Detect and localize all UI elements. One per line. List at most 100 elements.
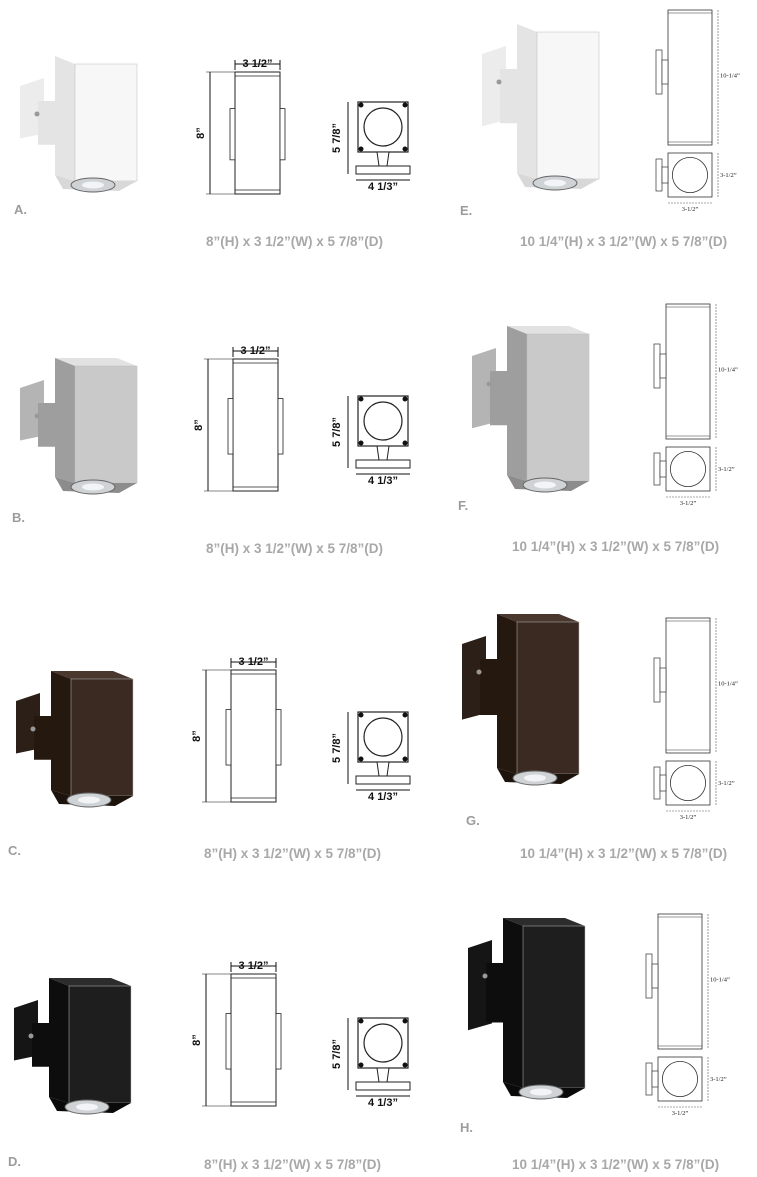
lens-circle <box>662 1060 699 1097</box>
corner-screw-icon <box>358 396 364 402</box>
dimensions-text-h: 10 1/4”(H) x 3 1/2”(W) x 5 7/8”(D) <box>512 1157 720 1172</box>
fixture-photo-g <box>462 614 580 786</box>
corner-screw-icon <box>358 102 364 108</box>
wall-plate <box>653 343 661 389</box>
mount-screw-icon <box>476 669 482 675</box>
height-dim-label: 10-1/4” <box>710 977 730 984</box>
corner-screw-icon <box>402 712 408 718</box>
height-dim-label: 10-1/4” <box>718 367 738 374</box>
fixture-front-face <box>70 678 134 797</box>
fixture-letter-g: G. <box>466 813 480 828</box>
height-dim-label: 8” <box>191 730 203 742</box>
dimensions-text-f: 10 1/4”(H) x 3 1/2”(W) x 5 7/8”(D) <box>512 539 720 554</box>
side-view-drawing-a: 3 1/2” 8” <box>195 58 286 195</box>
fixture-letter-d: D. <box>8 1154 21 1169</box>
body-outline <box>230 669 277 803</box>
base-dim-label: 4 1/3” <box>368 181 398 193</box>
led-lens-center <box>76 1103 98 1111</box>
width-dim-label: 3-1/2” <box>680 814 697 821</box>
height-dim-label: 10-1/4” <box>720 73 740 80</box>
corner-screw-icon <box>358 1062 364 1068</box>
lens-circle <box>363 1023 403 1063</box>
corner-screw-icon <box>402 756 408 762</box>
lens-circle <box>672 156 709 193</box>
lens-circle <box>670 764 707 801</box>
mount-screw-icon <box>34 413 40 419</box>
mount-neck <box>376 151 390 167</box>
fixture-top-face <box>507 326 589 334</box>
height-dim-label: 10-1/4” <box>718 681 738 688</box>
fixture-front-face <box>522 925 586 1089</box>
width-dim-label: 3 1/2” <box>243 58 273 70</box>
mount-arm <box>659 353 667 379</box>
fixture-top-face <box>503 918 585 926</box>
mount-screw-icon <box>486 381 492 387</box>
corner-screw-icon <box>402 102 408 108</box>
corner-screw-icon <box>358 440 364 446</box>
body-outline <box>665 617 711 754</box>
fixture-top-face <box>55 358 137 366</box>
led-lens-center <box>544 179 566 187</box>
corner-screw-icon <box>402 1062 408 1068</box>
tall-drawing-g: 10-1/4”3-1/2”3-1/2” <box>653 617 738 821</box>
mount-neck <box>376 445 390 461</box>
mount-neck <box>376 1067 390 1083</box>
mount-arm <box>34 716 54 760</box>
fixture-side-face <box>51 671 71 796</box>
body-outline <box>665 303 711 440</box>
lens-circle <box>670 450 707 487</box>
top-view-drawing-b: 5 7/8”4 1/3” <box>331 395 411 487</box>
led-lens-center <box>82 483 104 491</box>
corner-screw-icon <box>402 440 408 446</box>
fixture-letter-e: E. <box>460 203 473 218</box>
wall-plate <box>653 657 661 703</box>
dimensions-text-c: 8”(H) x 3 1/2”(W) x 5 7/8”(D) <box>204 846 382 861</box>
mount-arm <box>486 963 506 1023</box>
fixture-photo-a <box>20 56 138 193</box>
corner-screw-icon <box>402 396 408 402</box>
mount-arm <box>500 69 520 124</box>
height-dim-label: 8” <box>195 127 207 139</box>
mount-arm <box>651 1070 659 1088</box>
bracket-left <box>225 1013 232 1070</box>
lens-circle <box>363 717 403 757</box>
body-outline <box>234 71 281 195</box>
mount-screw-icon <box>28 1033 34 1039</box>
bracket-right <box>275 709 282 766</box>
depth-dim-label: 3-1/2” <box>710 1076 727 1083</box>
fixture-front-face <box>526 333 590 482</box>
mount-arm <box>659 460 667 478</box>
width-dim-label: 3 1/2” <box>239 656 269 668</box>
tall-drawing-f: 10-1/4”3-1/2”3-1/2” <box>653 303 738 507</box>
mount-arm <box>480 659 500 715</box>
fixture-letter-h: H. <box>460 1120 473 1135</box>
tall-drawing-e: 10-1/4”3-1/2”3-1/2” <box>655 9 740 213</box>
fixture-top-face <box>49 978 131 986</box>
depth-dim-label: 5 7/8” <box>331 733 343 763</box>
fixture-side-face <box>497 614 517 774</box>
corner-screw-icon <box>358 1018 364 1024</box>
width-dim-label: 3 1/2” <box>241 345 271 357</box>
corner-screw-icon <box>358 756 364 762</box>
depth-dim-label: 3-1/2” <box>718 466 735 473</box>
fixture-top-face <box>497 614 579 622</box>
dimensions-text-e: 10 1/4”(H) x 3 1/2”(W) x 5 7/8”(D) <box>520 234 728 249</box>
side-view-drawing-c: 3 1/2” 8” <box>191 656 282 803</box>
wall-plate <box>645 953 653 999</box>
top-view-drawing-d: 5 7/8”4 1/3” <box>331 1017 411 1109</box>
base-dim-label: 4 1/3” <box>368 475 398 487</box>
wall-plate <box>653 452 661 486</box>
corner-screw-icon <box>358 146 364 152</box>
fixture-front-face <box>74 63 138 182</box>
fixture-front-face <box>68 985 132 1104</box>
wall-plate <box>655 158 663 192</box>
led-lens-center <box>524 774 546 782</box>
corner-screw-icon <box>402 1018 408 1024</box>
mount-screw-icon <box>496 79 502 85</box>
led-lens-center <box>82 181 104 189</box>
mount-arm <box>659 774 667 792</box>
base-dim-label: 4 1/3” <box>368 1097 398 1109</box>
top-view-drawing-a: 5 7/8”4 1/3” <box>331 101 411 193</box>
mount-arm <box>651 963 659 989</box>
mount-screw-icon <box>482 973 488 979</box>
